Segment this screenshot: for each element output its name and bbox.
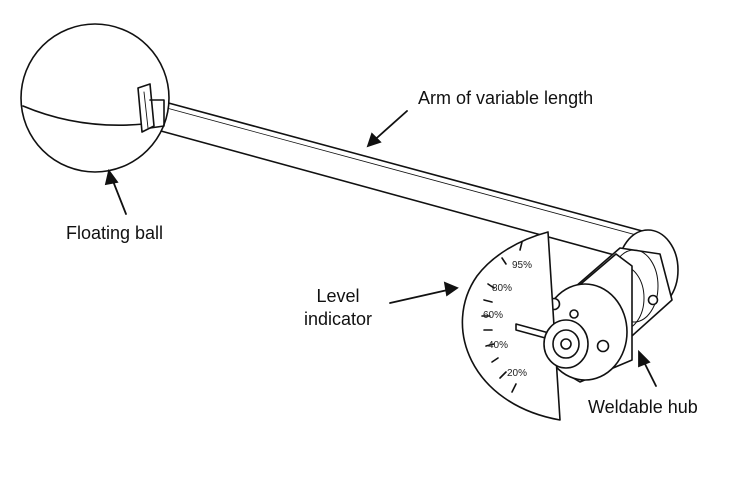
level-scale: 95% 80% 60% 40% 20% [483,260,532,379]
ball-arrow [104,168,127,215]
arm-arrow [366,110,408,148]
level-indicator-label-line2: indicator [303,309,373,329]
scale-tick-label: 20% [507,368,527,379]
floating-ball [20,23,170,173]
scale-tick-label: 40% [488,340,508,351]
hub-arrow [638,349,657,387]
level-indicator-arrow [389,281,459,304]
level-indicator-disc [461,231,561,421]
level-pointer [515,319,589,369]
level-indicator-label: Level indicator [300,285,376,331]
scale-tick-label: 80% [492,283,512,294]
scale-tick-label: 60% [483,310,503,321]
scale-tick-label: 95% [512,260,532,271]
arm-label: Arm of variable length [418,88,594,108]
weldable-hub-label: Weldable hub [588,397,698,417]
floating-ball-label: Floating ball [66,223,164,243]
level-indicator-label-line1: Level [316,286,360,306]
arm [149,97,647,263]
